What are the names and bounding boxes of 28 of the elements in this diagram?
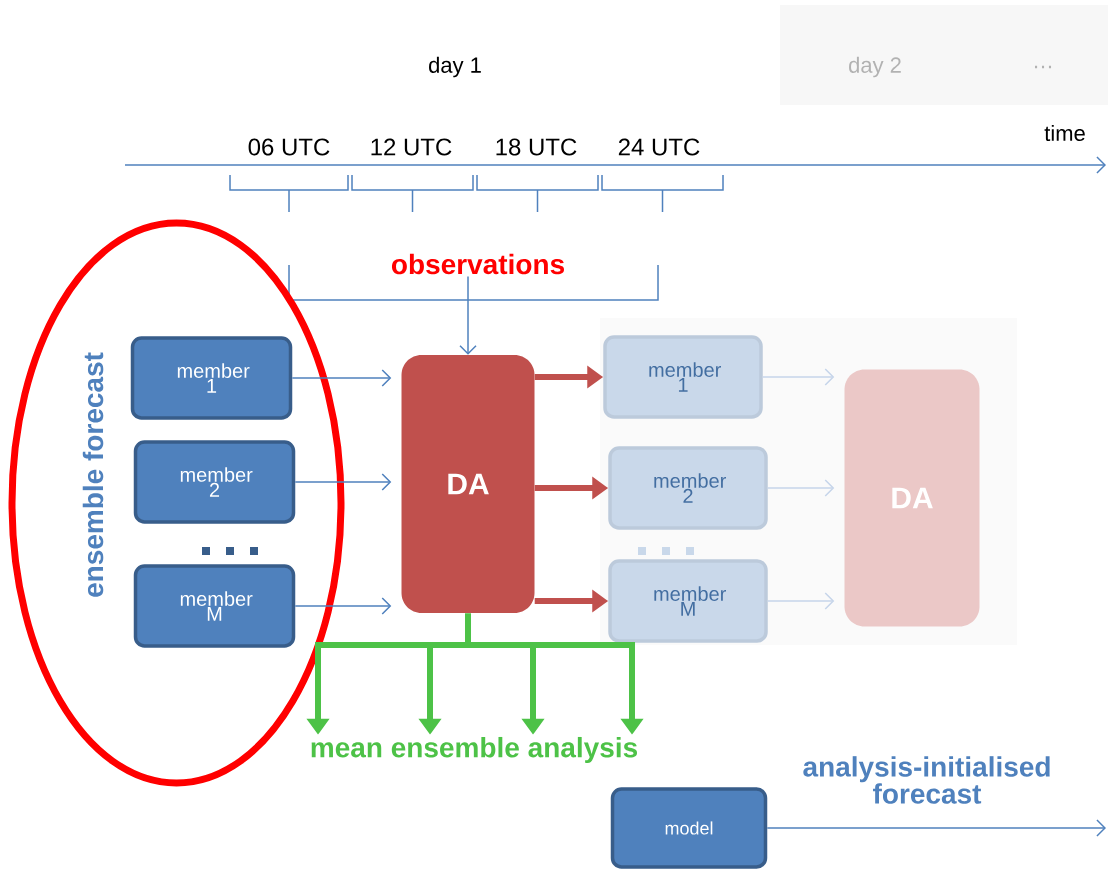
arrow: [766, 819, 1106, 837]
member-box: member 1: [603, 335, 763, 419]
da-box: DA: [844, 369, 980, 627]
arrow: [294, 597, 392, 615]
axis-label: day 1: [429, 56, 481, 78]
axis-label: time: [1044, 124, 1085, 142]
member-box: member 1: [130, 336, 293, 420]
axis-label: day 2: [849, 56, 901, 78]
arrow: [291, 369, 392, 387]
axis-label: …: [1035, 65, 1052, 69]
observations-label: observations: [391, 253, 564, 275]
edge-label: analysis-initialised forecast: [803, 756, 1050, 804]
arrow: [294, 473, 392, 491]
arrow: [762, 368, 835, 386]
member-box: member M: [608, 559, 768, 643]
member-box: member 2: [133, 440, 296, 524]
arrow: [767, 592, 835, 610]
axis-label: 18 UTC: [496, 138, 577, 156]
analysis-label: mean ensemble analysis: [311, 736, 637, 764]
axis-label: 12 UTC: [371, 138, 452, 156]
arrow: [459, 275, 477, 355]
da-box: DA: [401, 355, 535, 613]
arrow: [767, 479, 835, 497]
member-box: member 2: [608, 446, 768, 530]
axis-label: 24 UTC: [618, 138, 700, 156]
axis-label: 06 UTC: [248, 138, 330, 156]
member-box: member M: [133, 564, 296, 648]
member-box: model: [610, 787, 768, 869]
